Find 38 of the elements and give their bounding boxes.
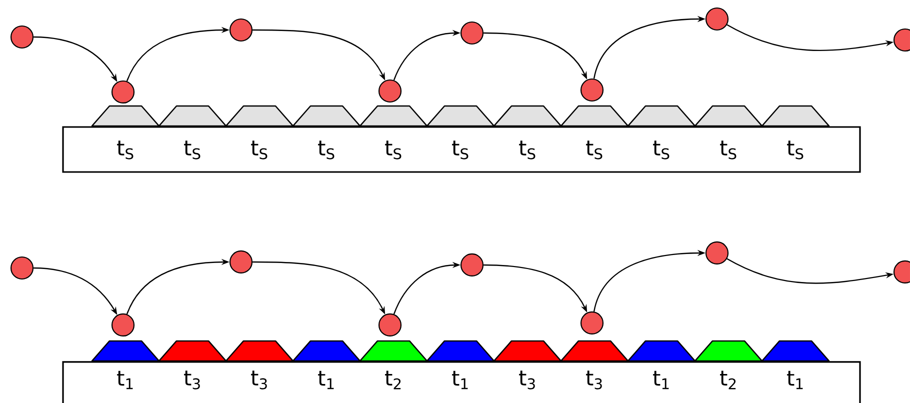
particle-circle <box>229 250 253 274</box>
site-label: t$_{3}$ <box>586 370 602 390</box>
particle-circle <box>580 311 604 335</box>
site-label: t$_{S}$ <box>653 140 670 160</box>
particle-circle <box>580 78 604 102</box>
particle-circle <box>378 313 402 337</box>
site-label: t$_{S}$ <box>586 140 602 160</box>
site-label: t$_{3}$ <box>184 370 200 390</box>
site-label: t$_{2}$ <box>720 370 736 390</box>
site-label: t$_{1}$ <box>787 370 803 390</box>
particle-circle <box>111 313 135 337</box>
particle-circle <box>111 80 135 104</box>
site-label: t$_{1}$ <box>452 370 468 390</box>
site-label: t$_{3}$ <box>519 370 535 390</box>
site-label: t$_{S}$ <box>251 140 268 160</box>
particle-circle <box>893 260 910 284</box>
site-label: t$_{S}$ <box>452 140 468 160</box>
site-label: t$_{S}$ <box>385 140 402 160</box>
particle-circle <box>229 18 253 42</box>
particle-circle <box>893 28 910 52</box>
particle-circle <box>10 25 34 49</box>
site-label: t$_{S}$ <box>720 140 736 160</box>
site-label: t$_{S}$ <box>519 140 536 160</box>
particle-circle <box>460 21 484 45</box>
particle-circle <box>460 253 484 277</box>
particle-circle <box>10 256 34 280</box>
particle-circle <box>705 241 729 265</box>
site-label: t$_{1}$ <box>318 370 334 390</box>
site-label: t$_{1}$ <box>117 370 133 390</box>
particle-circle <box>705 7 729 31</box>
site-label: t$_{1}$ <box>653 370 669 390</box>
site-label: t$_{S}$ <box>318 140 334 160</box>
site-label: t$_{3}$ <box>251 370 267 390</box>
site-label: t$_{S}$ <box>184 140 200 160</box>
site-label: t$_{S}$ <box>117 140 134 160</box>
site-label: t$_{S}$ <box>787 140 804 160</box>
site-label: t$_{2}$ <box>385 370 401 390</box>
particle-circle <box>378 79 402 103</box>
